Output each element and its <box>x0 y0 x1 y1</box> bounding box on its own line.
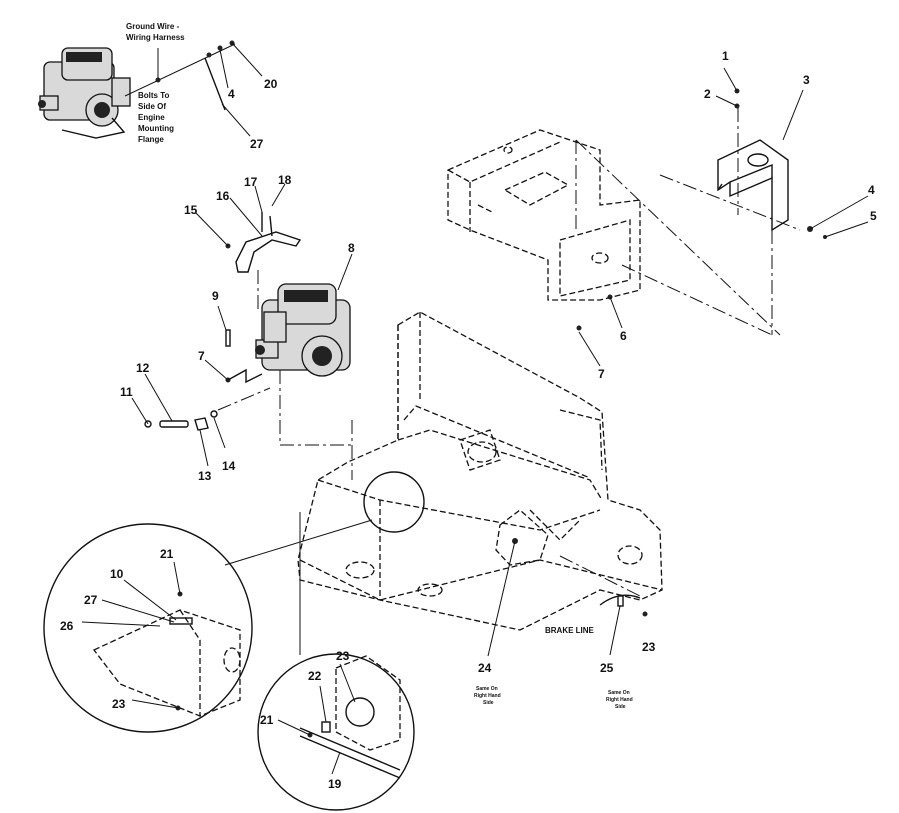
callout-14: 14 <box>222 459 236 473</box>
ground-wire-note-line2: Wiring Harness <box>126 33 185 42</box>
detail-view-1 <box>43 471 425 733</box>
callout-19: 19 <box>328 777 342 791</box>
callout-21-detail1: 21 <box>160 547 174 561</box>
same-on-25-line3: Side <box>615 704 626 710</box>
callout-12: 12 <box>136 361 150 375</box>
callout-11: 11 <box>120 385 133 399</box>
callout-16: 16 <box>216 189 230 203</box>
callout-15: 15 <box>184 203 198 217</box>
callout-8: 8 <box>348 241 355 255</box>
ground-wire-hardware <box>124 40 263 137</box>
brake-line-label: BRAKE LINE <box>545 626 595 635</box>
callout-27-top: 27 <box>250 137 264 151</box>
bracket-3 <box>717 139 789 232</box>
same-on-25-line2: Right Hand <box>606 697 633 703</box>
engine-center <box>255 253 353 377</box>
callout-9: 9 <box>212 289 219 303</box>
callout-3: 3 <box>803 73 810 87</box>
same-on-24-line1: Same On <box>476 686 498 692</box>
callout-1: 1 <box>722 49 729 63</box>
wire-27 <box>204 57 226 111</box>
callout-24: 24 <box>478 661 492 675</box>
phantom-lines <box>279 108 801 480</box>
callout-10: 10 <box>110 567 124 581</box>
callout-4-top: 4 <box>228 87 235 101</box>
shield-16 <box>194 183 302 312</box>
bolts-note-line3: Engine <box>138 113 165 122</box>
detail-view-2 <box>257 512 415 811</box>
callout-6: 6 <box>620 329 627 343</box>
callout-17: 17 <box>244 175 258 189</box>
callout-20: 20 <box>264 77 278 91</box>
callout-27-detail1: 27 <box>84 593 98 607</box>
callout-2: 2 <box>704 87 711 101</box>
main-deck-frame <box>297 311 663 631</box>
callout-23-detail2: 23 <box>336 649 350 663</box>
callout-23-right: 23 <box>642 640 656 654</box>
callout-13: 13 <box>198 469 212 483</box>
callout-21-detail2: 21 <box>260 713 274 727</box>
same-on-24-line3: Side <box>483 700 494 706</box>
same-on-25-line1: Same On <box>608 690 630 696</box>
engine-top-left <box>38 47 131 139</box>
bolts-note-line4: Mounting <box>138 124 174 133</box>
bolts-note-line5: Flange <box>138 135 164 144</box>
callout-18: 18 <box>278 173 292 187</box>
hardware-top-right <box>576 67 869 367</box>
frame-top-right <box>447 129 641 301</box>
brake-line-hardware <box>487 538 648 657</box>
center-hardware <box>131 305 271 467</box>
callout-4-right: 4 <box>868 183 875 197</box>
same-on-24-line2: Right Hand <box>474 693 501 699</box>
callout-5: 5 <box>870 209 877 223</box>
callout-7-right: 7 <box>598 367 605 381</box>
callout-25: 25 <box>600 661 614 675</box>
bolts-note-line2: Side Of <box>138 102 166 111</box>
callout-7-left: 7 <box>198 349 205 363</box>
bolts-note-line1: Bolts To <box>138 91 170 100</box>
callout-22: 22 <box>308 669 322 683</box>
callout-23-detail1: 23 <box>112 697 126 711</box>
ground-wire-note-line1: Ground Wire - <box>126 22 180 31</box>
callout-26: 26 <box>60 619 74 633</box>
